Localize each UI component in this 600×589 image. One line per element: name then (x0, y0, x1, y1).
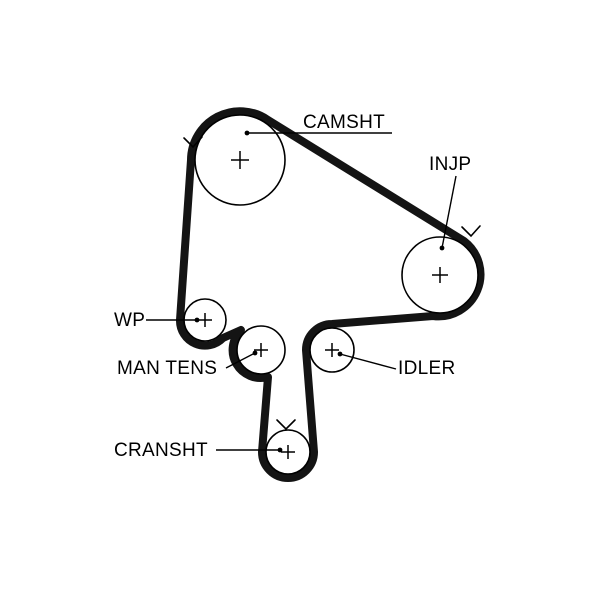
cransht-leader-dot (277, 447, 283, 453)
leader-wp (146, 317, 200, 323)
camsht-center-cross-icon (231, 151, 249, 169)
wp-label: WP (114, 310, 145, 331)
idler-leader-dot (337, 351, 343, 357)
wp-leader-dot (194, 317, 200, 323)
leader-idler (337, 351, 397, 370)
leader-camsht (244, 130, 392, 136)
pulley-camsht (194, 114, 286, 206)
leader-cransht (216, 447, 283, 453)
cransht-center-cross-icon (281, 445, 295, 459)
timing-belt (175, 107, 485, 482)
leader-injp (439, 175, 457, 251)
pulley-injp (401, 236, 479, 314)
injp-leader-line (441, 175, 457, 249)
injp-center-cross-icon (432, 267, 448, 283)
injp-leader-dot (439, 245, 445, 251)
pulley-idler (309, 327, 355, 373)
rotation-arrow-icon-injp (461, 225, 481, 238)
man-tens-leader-line (225, 352, 256, 369)
idler-label: IDLER (398, 358, 455, 379)
leader-man-tens (225, 350, 258, 369)
rotation-arrow-icon-camsht (183, 136, 203, 149)
camsht-label: CAMSHT (303, 112, 385, 133)
injp-label: INJP (429, 154, 471, 175)
pulley-cransht (265, 429, 311, 475)
rotation-arrow-icon-cransht (276, 419, 296, 431)
man-tens-leader-dot (252, 350, 258, 356)
man-tens-center-cross-icon (254, 343, 268, 357)
cransht-label: CRANSHT (114, 440, 208, 461)
idler-leader-line (339, 353, 397, 370)
man-tens-label: MAN TENS (117, 358, 217, 379)
pulley-man-tens (236, 325, 286, 375)
camsht-leader-dot (244, 130, 250, 136)
wp-center-cross-icon (198, 313, 212, 327)
idler-center-cross-icon (325, 343, 339, 357)
